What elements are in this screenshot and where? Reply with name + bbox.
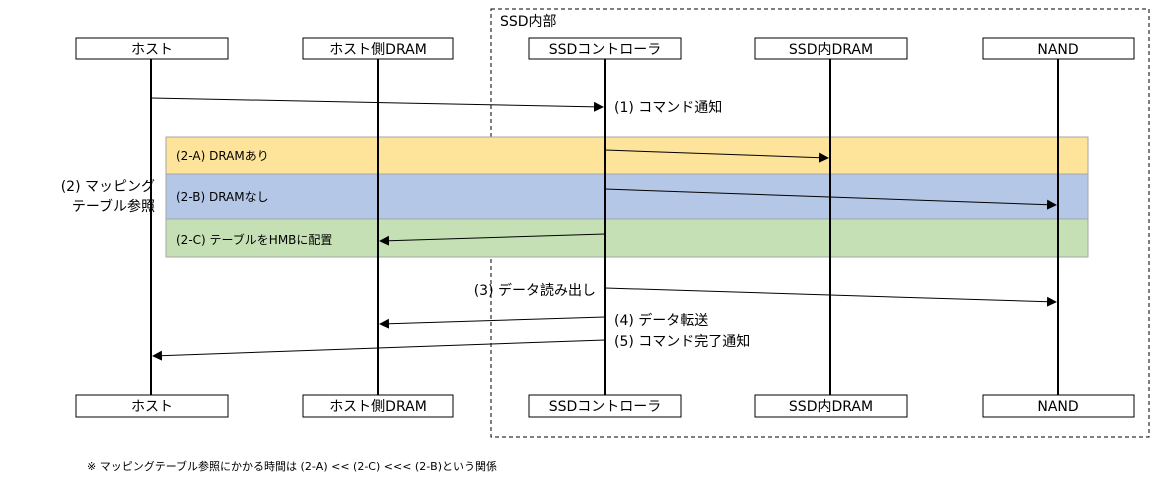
participant-host-dram-top-label: ホスト側DRAM [329, 42, 427, 58]
participant-host-top [75, 37, 229, 60]
participant-ssd-dram-top [754, 37, 908, 60]
band-2b [165, 173, 1089, 220]
msg-data-read: (3) データ読み出し [474, 282, 596, 299]
arrow-data-read [604, 287, 1057, 307]
ssd-region-border [490, 8, 1150, 438]
participant-host-dram-bottom [302, 394, 454, 418]
arrow-command-complete [152, 339, 606, 361]
arrow-2b-nand [604, 188, 1057, 210]
participants-top: ホスト ホスト側DRAM SSDコントローラ SSD内DRAM NAND [75, 37, 1135, 60]
lifelines [150, 59, 1059, 395]
footnote: ※ マッピングテーブル参照にかかる時間は (2-A) << (2-C) <<< … [87, 459, 497, 473]
participant-nand-top [982, 37, 1135, 60]
band-2c-label: (2-C) テーブルをHMBに配置 [176, 232, 332, 247]
participant-host-dram-bottom-label: ホスト側DRAM [329, 399, 427, 415]
mapping-bands: (2-A) DRAMあり (2-B) DRAMなし (2-C) テーブルをHMB… [165, 136, 1089, 258]
participants-bottom: ホスト ホスト側DRAM SSDコントローラ SSD内DRAM NAND [75, 394, 1135, 418]
participant-ssd-controller-top [528, 37, 682, 60]
arrow-2a-dram [604, 149, 829, 163]
participant-nand-bottom [982, 394, 1135, 418]
arrow-2c-hmb [379, 233, 606, 246]
band-2a-label: (2-A) DRAMあり [176, 149, 269, 163]
ssd-region-title: SSD内部 [500, 14, 557, 30]
mapping-label-line1: (2) マッピング [61, 179, 155, 195]
participant-ssd-controller-top-label: SSDコントローラ [549, 42, 662, 58]
participant-host-bottom [75, 394, 229, 418]
participant-host-bottom-label: ホスト [131, 399, 173, 415]
arrow-data-transfer [379, 316, 606, 329]
participant-nand-top-label: NAND [1037, 42, 1078, 58]
participant-host-dram-top [302, 37, 454, 60]
participant-ssd-controller-bottom-label: SSDコントローラ [549, 399, 662, 415]
participant-ssd-controller-bottom [528, 394, 682, 418]
message-arrows [150, 97, 1057, 361]
mapping-label-line2: テーブル参照 [72, 198, 155, 215]
band-2c [165, 218, 1089, 258]
band-2b-label: (2-B) DRAMなし [176, 190, 269, 204]
msg-command-complete: (5) コマンド完了通知 [614, 333, 750, 350]
msg-command-notify: (1) コマンド通知 [614, 99, 722, 116]
msg-data-transfer: (4) データ転送 [614, 312, 708, 329]
participant-ssd-dram-bottom [754, 394, 908, 418]
arrow-command-notify [150, 97, 604, 112]
participant-nand-bottom-label: NAND [1037, 399, 1078, 415]
participant-ssd-dram-top-label: SSD内DRAM [789, 42, 873, 58]
participant-host-top-label: ホスト [131, 42, 173, 58]
band-2a [165, 136, 1089, 175]
participant-ssd-dram-bottom-label: SSD内DRAM [789, 399, 873, 415]
